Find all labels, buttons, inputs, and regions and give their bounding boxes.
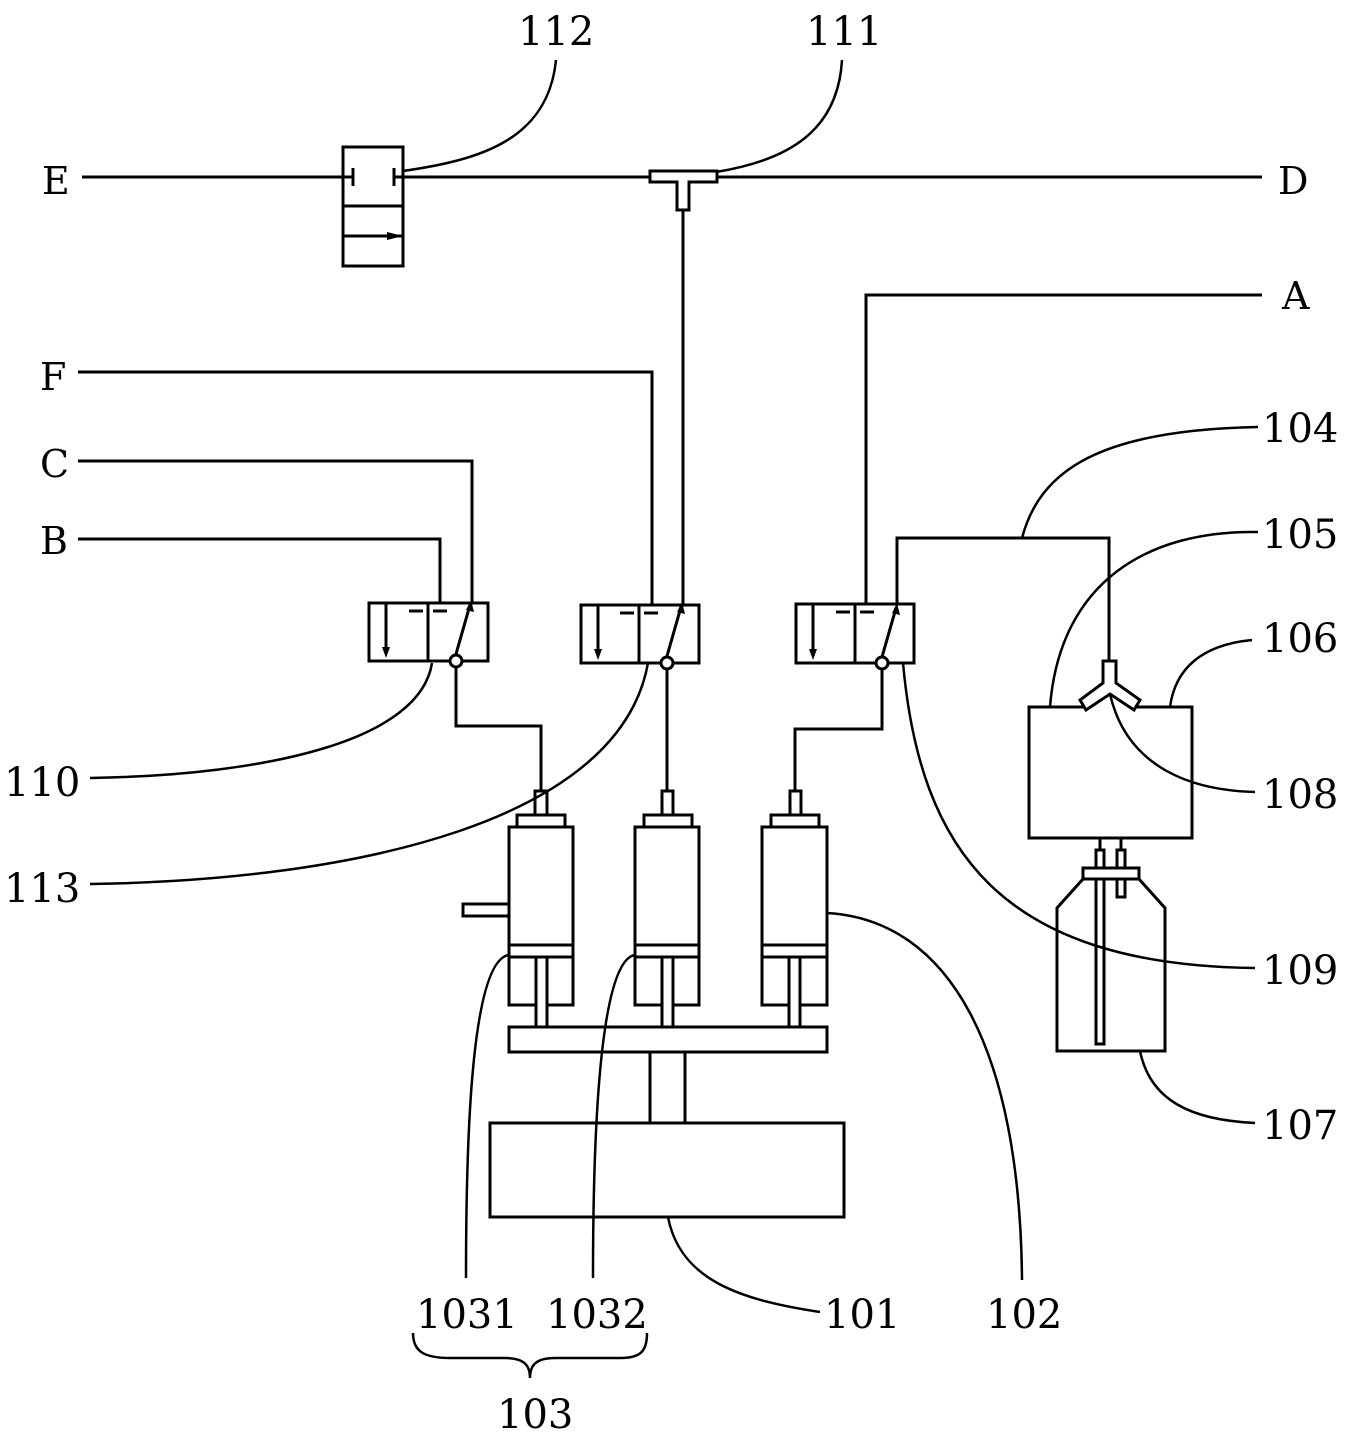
line-b bbox=[78, 539, 440, 612]
cylinder-102 bbox=[762, 791, 827, 1027]
y-connector-108 bbox=[1080, 661, 1140, 710]
valve-112 bbox=[343, 147, 403, 266]
port-e-label: E bbox=[42, 159, 70, 203]
port-f-label: F bbox=[40, 355, 66, 399]
line-f bbox=[78, 372, 652, 612]
container-105 bbox=[1029, 707, 1192, 850]
label-111: 111 bbox=[806, 9, 882, 55]
drive-101 bbox=[490, 1027, 844, 1217]
valve-109 bbox=[795, 538, 1109, 793]
label-103: 103 bbox=[497, 1392, 573, 1438]
port-b-label: B bbox=[40, 519, 68, 563]
label-108: 108 bbox=[1262, 772, 1338, 818]
label-1032: 1032 bbox=[546, 1292, 648, 1338]
port-d-label: D bbox=[1278, 159, 1308, 203]
label-105: 105 bbox=[1262, 512, 1338, 558]
line-a bbox=[866, 295, 1262, 612]
label-101: 101 bbox=[824, 1292, 900, 1338]
label-106: 106 bbox=[1262, 616, 1338, 662]
cylinder-1032 bbox=[635, 791, 699, 1027]
line-c bbox=[78, 461, 472, 605]
port-c-label: C bbox=[40, 442, 69, 486]
port-a-label: A bbox=[1281, 274, 1310, 318]
label-107: 107 bbox=[1262, 1103, 1338, 1149]
label-102: 102 bbox=[986, 1292, 1062, 1338]
label-1031: 1031 bbox=[416, 1292, 518, 1338]
cylinder-1031 bbox=[463, 791, 573, 1027]
label-112: 112 bbox=[518, 9, 594, 55]
label-104: 104 bbox=[1262, 406, 1338, 452]
label-109: 109 bbox=[1262, 948, 1338, 994]
valve-110 bbox=[369, 600, 541, 793]
label-113: 113 bbox=[4, 866, 80, 912]
label-110: 110 bbox=[4, 760, 80, 806]
valve-113 bbox=[581, 602, 699, 793]
t-connector-111 bbox=[650, 171, 717, 605]
